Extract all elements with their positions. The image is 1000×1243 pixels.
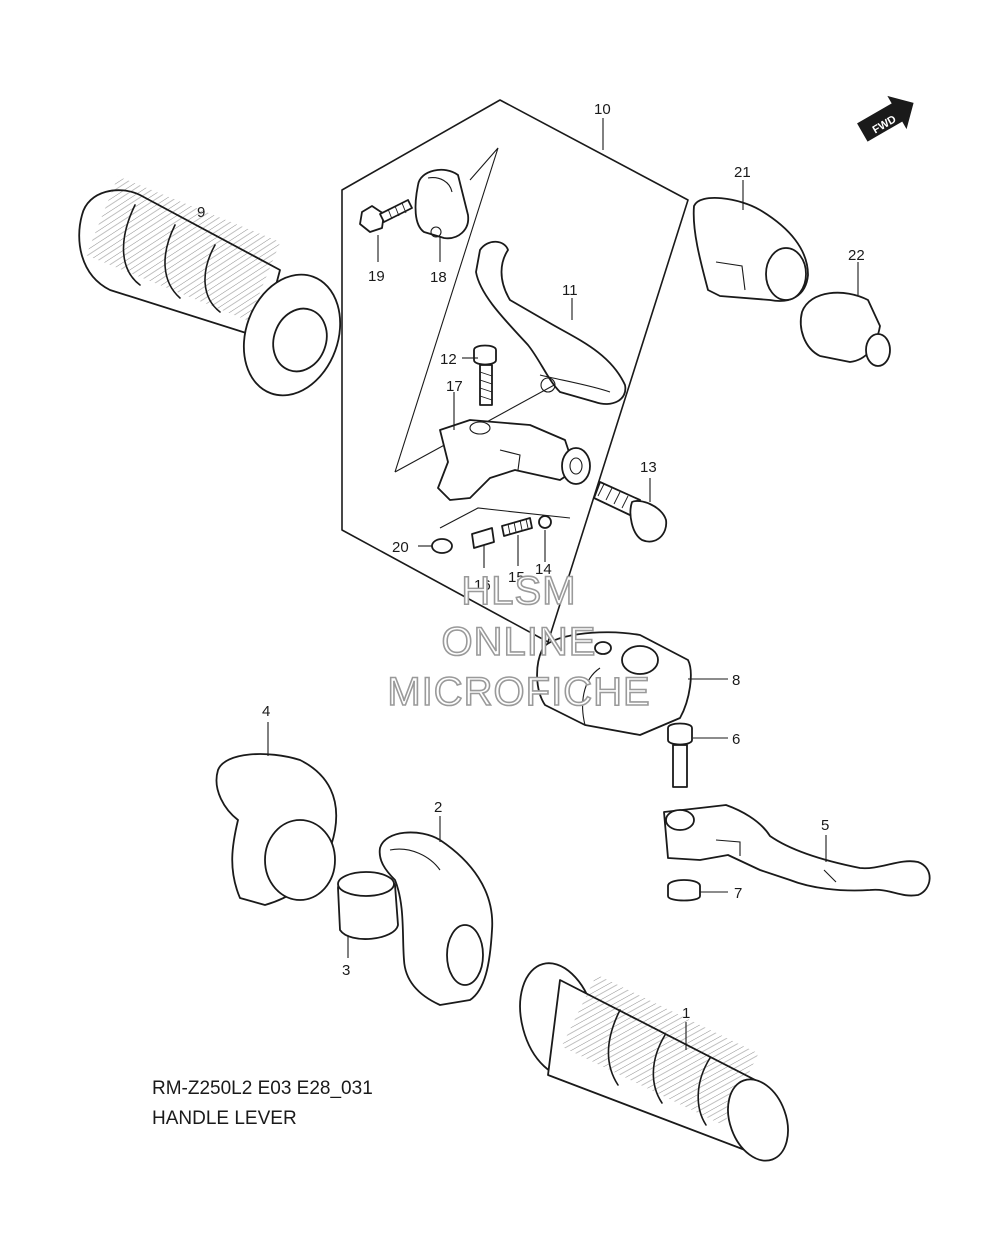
callout-12: 12 — [440, 351, 457, 368]
fwd-arrow-icon — [857, 95, 914, 142]
callout-3: 3 — [342, 962, 350, 979]
adjuster-part-13 — [593, 481, 668, 543]
callout-18: 18 — [430, 269, 447, 286]
bolt-part-12 — [473, 344, 497, 406]
callout-6: 6 — [732, 731, 740, 748]
callout-14: 14 — [535, 561, 552, 578]
cable-adjuster-part-22 — [799, 291, 891, 367]
watermark: HLSM ONLINE MICROFICHE — [387, 568, 651, 715]
collar-part-3 — [337, 871, 399, 940]
callout-13: 13 — [640, 459, 657, 476]
clamp-part-18 — [414, 168, 470, 240]
bolt-part-19 — [359, 199, 413, 233]
clutch-lever-part-11 — [475, 240, 627, 405]
callout-7: 7 — [734, 885, 742, 902]
callouts: 1 2 3 4 5 6 7 8 9 10 11 12 13 14 15 16 1… — [197, 101, 865, 1022]
callout-19: 19 — [368, 268, 385, 285]
watermark-line-3: MICROFICHE — [387, 670, 650, 714]
callout-10: 10 — [594, 101, 611, 118]
caption: RM-Z250L2 E03 E28_031 HANDLE LEVER — [152, 1078, 373, 1129]
callout-22: 22 — [848, 247, 865, 264]
throttle-grip-part-1 — [519, 962, 789, 1162]
callout-11: 11 — [562, 282, 578, 299]
brake-lever-part-5 — [663, 804, 931, 897]
callout-9: 9 — [197, 204, 205, 221]
fwd-indicator: FWD — [857, 95, 914, 142]
model-code: RM-Z250L2 E03 E28_031 — [152, 1078, 373, 1099]
callout-15: 15 — [508, 569, 525, 586]
callout-1: 1 — [682, 1005, 690, 1022]
small-parts-14-15-16-20 — [431, 515, 552, 554]
throttle-cover-part-4 — [215, 753, 338, 906]
watermark-line-1: HLSM — [461, 569, 576, 613]
callout-17: 17 — [446, 378, 463, 395]
diagram-title: HANDLE LEVER — [152, 1108, 297, 1129]
bolt-part-6 — [667, 722, 693, 788]
leader-lines — [267, 118, 859, 1050]
bracket-part-17 — [437, 419, 591, 501]
cover-part-21 — [692, 197, 809, 302]
nut-part-7 — [667, 879, 701, 902]
holder-part-8 — [536, 631, 692, 736]
assembly-outline-10 — [341, 99, 689, 643]
callout-8: 8 — [732, 672, 740, 689]
callout-16: 16 — [474, 577, 491, 594]
throttle-housing-part-2 — [378, 831, 494, 1006]
callout-20: 20 — [392, 539, 409, 556]
callout-4: 4 — [262, 703, 270, 720]
left-grip-part-9 — [78, 176, 342, 397]
watermark-line-2: ONLINE — [442, 620, 597, 664]
callout-21: 21 — [734, 164, 751, 181]
callout-5: 5 — [821, 817, 829, 834]
callout-2: 2 — [434, 799, 442, 816]
